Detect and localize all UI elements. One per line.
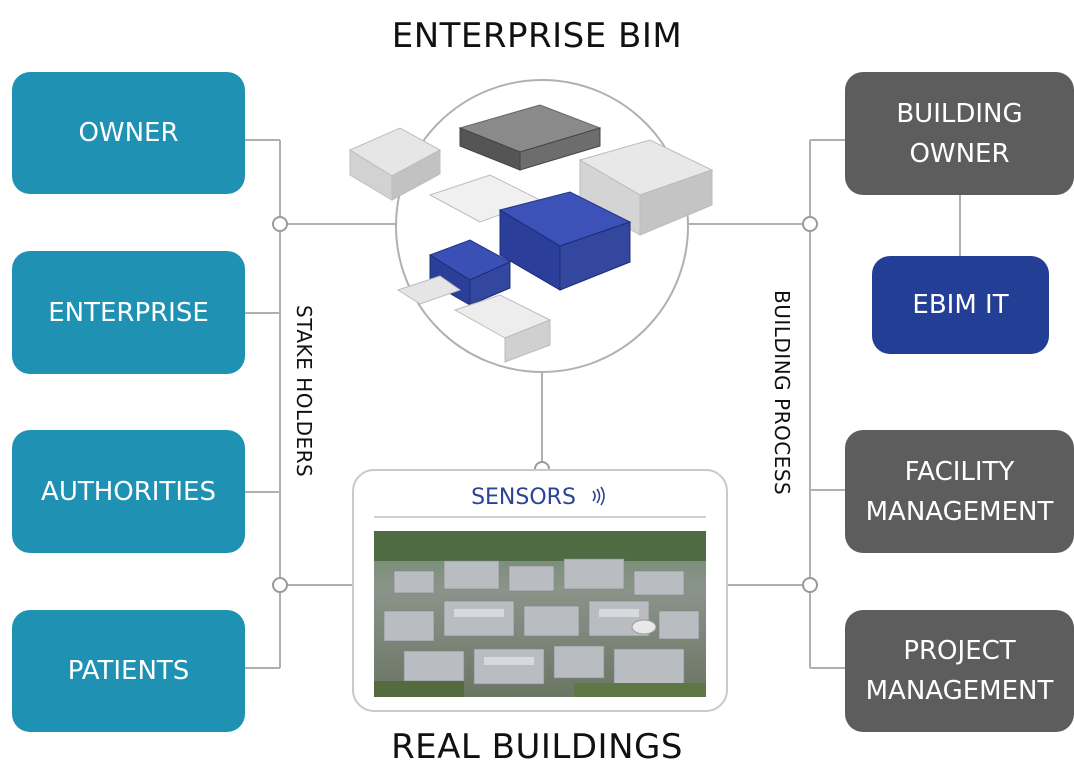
stakeholder-owner-box[interactable]: OWNER — [12, 72, 245, 194]
sensors-panel: SENSORS — [352, 469, 728, 712]
sensors-title: SENSORS — [354, 485, 726, 510]
title-enterprise-bim: ENTERPRISE BIM — [391, 16, 683, 56]
node-dot — [802, 216, 818, 232]
signal-waves-icon — [592, 486, 605, 506]
building-process-label: BUILDING PROCESS — [770, 290, 794, 496]
building-owner-box[interactable]: BUILDING OWNER — [845, 72, 1074, 195]
stakeholder-patients-box[interactable]: PATIENTS — [12, 610, 245, 732]
sensors-divider — [374, 516, 706, 518]
node-dot — [272, 577, 288, 593]
facility-management-box[interactable]: FACILITY MANAGEMENT — [845, 430, 1074, 553]
node-dot — [802, 577, 818, 593]
ebim-it-box[interactable]: EBIM IT — [872, 256, 1049, 354]
stakeholder-authorities-box[interactable]: AUTHORITIES — [12, 430, 245, 553]
stakeholder-enterprise-box[interactable]: ENTERPRISE — [12, 251, 245, 374]
project-management-box[interactable]: PROJECT MANAGEMENT — [845, 610, 1074, 732]
bim-model-illustration — [348, 104, 714, 363]
aerial-campus-photo — [374, 531, 706, 697]
sensors-label: SENSORS — [471, 485, 576, 510]
node-dot — [272, 216, 288, 232]
title-real-buildings: REAL BUILDINGS — [391, 727, 683, 767]
stake-holders-label: STAKE HOLDERS — [292, 305, 316, 478]
